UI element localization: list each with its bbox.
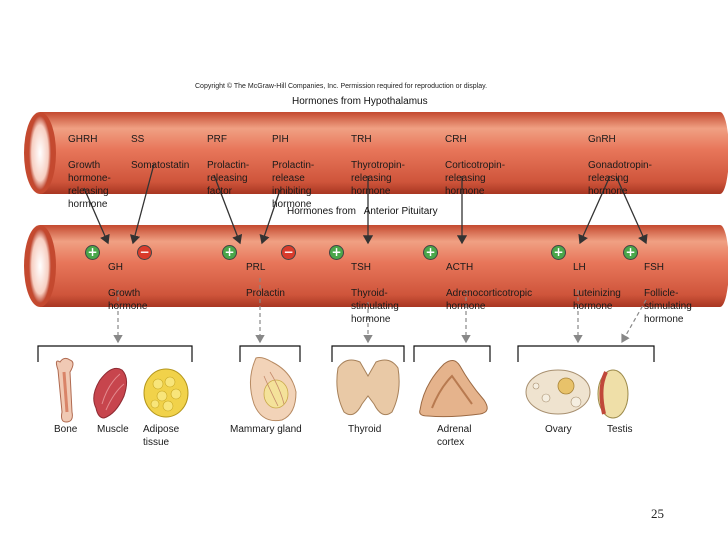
hormone-abbr: CRH [445, 134, 467, 145]
hormone-gh: GH Growth hormone [108, 248, 147, 326]
hormone-abbr: GH [108, 262, 123, 273]
page-number: 25 [651, 506, 664, 521]
plus-icon: + [423, 245, 438, 260]
hormone-abbr: LH [573, 262, 586, 273]
hormone-name: Prolactin [246, 288, 285, 299]
hormone-abbr: PRF [207, 134, 227, 145]
arrow-ss-gh [129, 163, 155, 245]
hormone-pih: PIH Prolactin- release inhibiting hormon… [272, 120, 314, 224]
hormone-ghrh: GHRH Growth hormone- releasing hormone [68, 120, 111, 224]
hormone-name: Follicle- stimulating hormone [644, 288, 692, 325]
arrow-prf-prl [213, 174, 243, 245]
target-bone: Bone [54, 424, 78, 435]
hormone-name: Luteinizing hormone [573, 288, 621, 312]
hormone-ss: SS Somatostatin [131, 120, 189, 185]
target-brackets [37, 345, 655, 362]
hormone-abbr: TSH [351, 262, 371, 273]
hormone-prf: PRF Prolactin- releasing factor [207, 120, 249, 211]
arrow-gnrh-fsh [615, 175, 648, 245]
plus-icon: + [85, 245, 100, 260]
arrow-gnrh-lh [578, 175, 611, 245]
target-ovary: Ovary [545, 424, 572, 435]
pituitary-title: Hormones from Anterior Pituitary [287, 206, 438, 217]
arrow-fsh-testis [621, 299, 647, 344]
hormone-crh: CRH Corticotropin- releasing hormone [445, 120, 505, 211]
bracket-gonads [517, 345, 655, 362]
target-arrows [113, 278, 647, 344]
hormone-fsh: FSH Follicle- stimulating hormone [644, 248, 692, 339]
hormone-abbr: SS [131, 134, 145, 145]
pituitary-vessel [24, 225, 728, 307]
hormone-abbr: TRH [351, 134, 372, 145]
hormone-name: Thyroid- stimulating hormone [351, 288, 399, 325]
muscle-illustration [93, 367, 128, 419]
copyright-notice: Copyright © The McGraw-Hill Companies, I… [195, 83, 488, 90]
hormone-abbr: GnRH [588, 134, 616, 145]
hormone-abbr: GHRH [68, 134, 98, 145]
target-adrenal: Adrenal cortex [437, 424, 472, 448]
minus-icon: − [281, 245, 296, 260]
target-testis: Testis [607, 424, 633, 435]
target-mammary: Mammary gland [230, 424, 302, 435]
bracket-acth [413, 345, 491, 362]
hormone-abbr: PIH [272, 134, 289, 145]
hypothalamus-vessel [24, 112, 728, 194]
target-muscle: Muscle [97, 424, 129, 435]
hormone-abbr: PRL [246, 262, 266, 273]
hormone-name: Growth hormone- releasing hormone [68, 160, 111, 210]
bone-illustration [55, 357, 74, 423]
hormone-name: Adrenocorticotropic hormone [446, 288, 533, 312]
hormone-name: Growth hormone [108, 288, 148, 312]
hormone-lh: LH Luteinizing hormone [573, 248, 621, 326]
hormone-name: Gonadotropin- releasing hormone [588, 160, 652, 197]
hormone-abbr: ACTH [446, 262, 474, 273]
bracket-gh [37, 345, 193, 362]
hypothalamus-title: Hormones from Hypothalamus [292, 96, 428, 107]
target-thyroid: Thyroid [348, 424, 382, 435]
plus-icon: + [623, 245, 638, 260]
testis-illustration [597, 369, 629, 419]
hormone-gnrh: GnRH Gonadotropin- releasing hormone [588, 120, 652, 211]
adipose-illustration [143, 368, 189, 418]
hormone-name: Thyrotropin- releasing hormone [351, 160, 405, 197]
mammary-gland-illustration [250, 357, 297, 422]
hormone-name: Somatostatin [131, 160, 190, 171]
target-adipose: Adipose tissue [143, 424, 180, 448]
adrenal-cortex-illustration [419, 360, 488, 418]
arrow-pih-prl [259, 189, 281, 245]
hypothalamic-arrows [83, 163, 648, 245]
hormone-trh: TRH Thyrotropin- releasing hormone [351, 120, 405, 211]
plus-icon: + [222, 245, 237, 260]
hormone-name: Prolactin- release inhibiting hormone [272, 160, 315, 210]
minus-icon: − [137, 245, 152, 260]
hormone-name: Corticotropin- releasing hormone [445, 160, 506, 197]
hormone-prl: PRL Prolactin [246, 248, 285, 313]
ovary-illustration [525, 369, 591, 415]
hormone-name: Prolactin- releasing factor [207, 160, 250, 197]
hormone-abbr: FSH [644, 262, 664, 273]
plus-icon: + [329, 245, 344, 260]
plus-icon: + [551, 245, 566, 260]
hormone-tsh: TSH Thyroid- stimulating hormone [351, 248, 399, 339]
bracket-prl [239, 345, 301, 362]
bracket-tsh [331, 345, 405, 362]
thyroid-illustration [336, 359, 400, 416]
arrow-ghrh-gh [83, 187, 110, 245]
hormone-acth: ACTH Adrenocorticotropic hormone [446, 248, 532, 326]
